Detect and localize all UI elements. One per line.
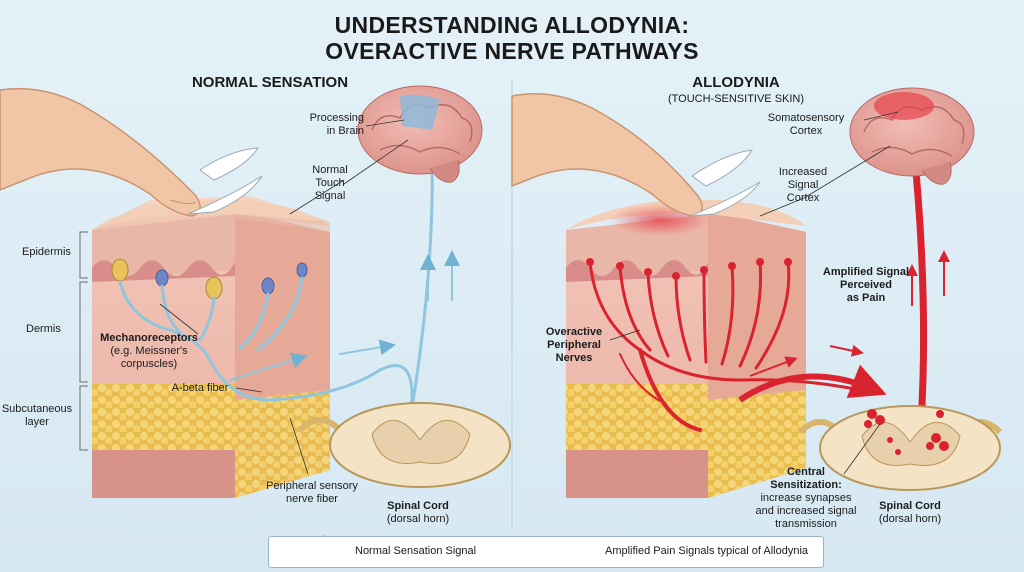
label-mechanoreceptors: Mechanoreceptors <box>100 332 198 344</box>
label-epidermis: Epidermis <box>22 246 71 258</box>
label-normal-touch-3: Signal <box>314 190 346 202</box>
leader-lines <box>159 111 899 475</box>
label-somato-1: Somatosensory <box>767 112 845 124</box>
label-abeta-fiber: A-beta fiber <box>171 382 229 394</box>
right-brain <box>849 87 975 185</box>
left-spinal-cord <box>297 402 511 488</box>
label-overactive-2: Peripheral <box>547 339 601 351</box>
label-amplified-1: Amplified Signal <box>822 266 910 278</box>
left-finger <box>0 87 201 217</box>
legend-normal-label: Normal Sensation Signal <box>355 545 477 557</box>
label-somato-2: Cortex <box>789 125 823 137</box>
right-spinal-cord <box>797 405 1003 491</box>
label-increased-2: Signal <box>787 179 819 191</box>
label-mechano-detail-2: corpuscles) <box>120 358 178 370</box>
label-normal-touch-2: Touch <box>315 177 345 189</box>
left-feather <box>187 147 263 215</box>
label-left-spinal-2: (dorsal horn) <box>386 513 450 525</box>
layer-brackets <box>79 231 88 451</box>
label-increased-3: Cortex <box>786 192 820 204</box>
label-subcutaneous-1: Subcutaneous <box>1 403 73 415</box>
label-amplified-3: as Pain <box>846 292 886 304</box>
label-right-spinal-1: Spinal Cord <box>879 500 941 512</box>
label-central-2: Sensitization: <box>770 479 842 491</box>
label-normal-touch-1: Normal <box>312 164 348 176</box>
title-line-1: UNDERSTANDING ALLODYNIA: <box>334 12 690 38</box>
label-central-1: Central <box>787 466 825 478</box>
right-finger <box>511 92 703 217</box>
label-right-spinal-2: (dorsal horn) <box>878 513 942 525</box>
label-peripheral-2: nerve fiber <box>286 493 338 505</box>
label-processing-2: in Brain <box>326 125 364 137</box>
label-central-4: and increased signal <box>755 505 857 517</box>
label-processing-1: Processing <box>309 112 364 124</box>
left-brain <box>357 85 483 183</box>
label-amplified-2: Perceived <box>840 279 892 291</box>
right-feather <box>689 149 761 217</box>
label-central-5: transmission <box>775 518 837 530</box>
overactive-nerve-tree <box>588 260 862 432</box>
label-central-3: increase synapses <box>760 492 852 504</box>
label-dermis: Dermis <box>26 323 61 335</box>
label-peripheral-1: Peripheral sensory <box>266 480 358 492</box>
label-subcutaneous-2: layer <box>25 416 49 428</box>
label-mechano-detail-1: (e.g. Meissner's <box>110 345 188 357</box>
right-subheading: (TOUCH-SENSITIVE SKIN) <box>667 93 805 105</box>
label-overactive-3: Nerves <box>555 352 593 364</box>
legend-amplified-label: Amplified Pain Signals typical of Allody… <box>605 545 809 557</box>
nerve-endings <box>586 258 792 280</box>
label-increased-1: Increased <box>778 166 828 178</box>
title-line-2: OVERACTIVE NERVE PATHWAYS <box>325 38 699 64</box>
label-overactive-1: Overactive <box>545 326 603 338</box>
label-left-spinal-1: Spinal Cord <box>387 500 449 512</box>
right-heading: ALLODYNIA <box>692 74 780 91</box>
legend-box: Normal Sensation Signal Amplified Pain S… <box>268 536 824 568</box>
left-heading: NORMAL SENSATION <box>191 74 349 91</box>
